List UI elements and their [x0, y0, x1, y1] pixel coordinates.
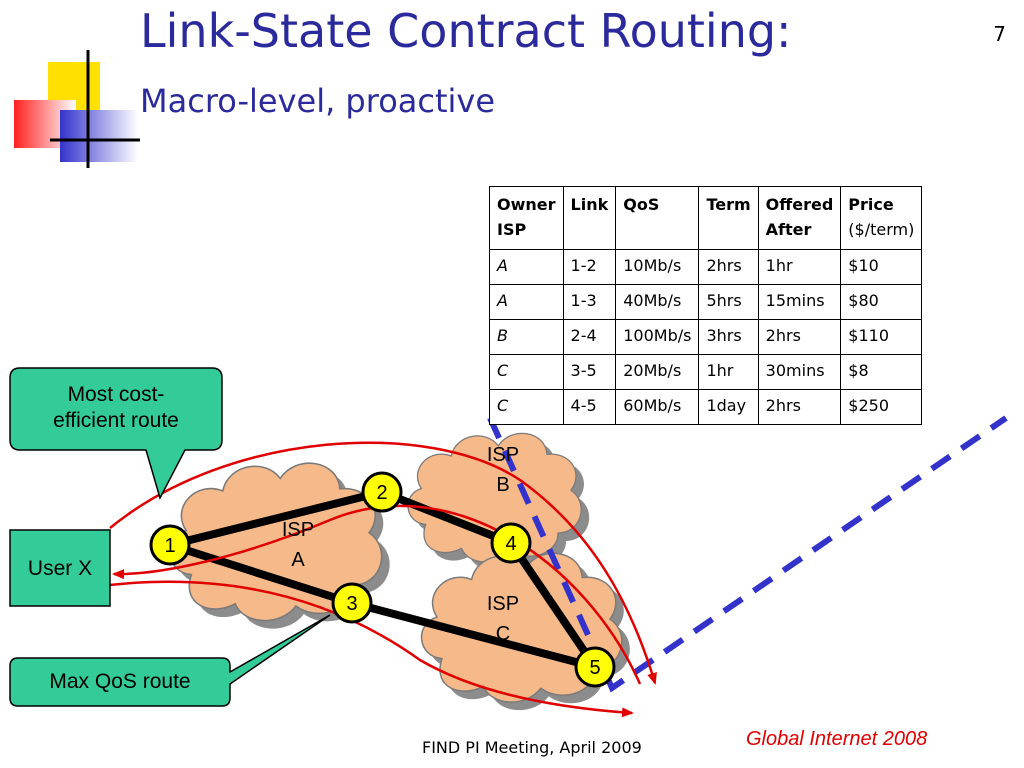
table-cell: $80 — [840, 283, 923, 320]
table-cell: 2-4 — [562, 318, 617, 355]
node-1-label: 1 — [164, 535, 175, 557]
return-route-arrow — [112, 504, 642, 685]
table-cell: $250 — [840, 388, 923, 425]
isp-a-label-line2: A — [291, 549, 305, 571]
user-x-label: User X — [27, 557, 93, 580]
table-cell: 5hrs — [698, 283, 759, 320]
link-1-3 — [168, 541, 354, 607]
table-row: A 1-2 10Mb/s 2hrs 1hr $10 — [489, 248, 923, 285]
table-cell: 4-5 — [562, 388, 617, 425]
column-header: Term — [698, 186, 759, 250]
table-cell: $110 — [840, 318, 923, 355]
table-cell: 2hrs — [757, 388, 842, 425]
table-cell: 100Mb/s — [615, 318, 700, 355]
link-3-5 — [350, 599, 597, 671]
node-2-label: 2 — [376, 482, 387, 504]
node-5-label: 5 — [589, 657, 600, 679]
link-2-4 — [380, 488, 513, 547]
table-cell: 2hrs — [757, 318, 842, 355]
link-1-2 — [169, 488, 383, 549]
link-4-5 — [507, 540, 599, 670]
cost-efficient-callout-text: Most cost- efficient route — [10, 382, 222, 435]
table-cell: 30mins — [757, 353, 842, 390]
table-cell: 1day — [698, 388, 759, 425]
node-3-label: 3 — [346, 593, 357, 615]
table-cell: 1hr — [698, 353, 759, 390]
table-cell: 40Mb/s — [615, 283, 700, 320]
table-cell: 3-5 — [562, 353, 617, 390]
table-cell: 15mins — [757, 283, 842, 320]
cost-efficient-callout-line2: efficient route — [53, 409, 179, 433]
table-cell: 2hrs — [698, 248, 759, 285]
table-cell: A — [489, 248, 564, 285]
user-x-box — [9, 529, 111, 607]
node-4-label: 4 — [505, 533, 516, 555]
column-header: QoS — [615, 186, 700, 250]
table-cell: C — [489, 353, 564, 390]
table-row: B 2-4 100Mb/s 3hrs 2hrs $110 — [489, 318, 923, 355]
cost-efficient-callout-line1: Most cost- — [67, 383, 165, 406]
table-cell: A — [489, 283, 564, 320]
node-1: 1 — [149, 524, 191, 566]
column-header: Price($/term) — [840, 186, 923, 250]
table-row: A 1-3 40Mb/s 5hrs 15mins $80 — [489, 283, 923, 320]
isp-c-label-line1: ISP — [487, 593, 519, 615]
footer-meeting: FIND PI Meeting, April 2009 — [422, 738, 642, 757]
blue-square — [60, 110, 138, 162]
table-cell: 10Mb/s — [615, 248, 700, 285]
table-cell: B — [489, 318, 564, 355]
footer-conference: Global Internet 2008 — [746, 728, 928, 750]
column-header: Link — [562, 186, 617, 250]
slide-title: Link-State Contract Routing: — [140, 4, 792, 58]
table-cell: $10 — [840, 248, 923, 285]
table-cell: 1-2 — [562, 248, 617, 285]
node-4: 4 — [490, 522, 532, 564]
table-cell: 60Mb/s — [615, 388, 700, 425]
table-cell: 1hr — [757, 248, 842, 285]
cost-efficient-route-arrow — [109, 441, 657, 685]
max-qos-callout-text: Max QoS route — [49, 670, 191, 693]
node-3: 3 — [331, 582, 373, 624]
table-cell: C — [489, 388, 564, 425]
table-cell: 3hrs — [698, 318, 759, 355]
table-to-network-dashed-line — [487, 415, 1008, 693]
node-5: 5 — [574, 646, 616, 688]
cost-efficient-callout — [9, 367, 223, 501]
isp-a-label-line1: ISP — [282, 519, 314, 541]
table-cell: 20Mb/s — [615, 353, 700, 390]
table-cell: 1-3 — [562, 283, 617, 320]
isp-c-label-line2: C — [496, 623, 510, 645]
max-qos-callout — [9, 614, 331, 707]
max-qos-route-arrow — [109, 580, 634, 718]
network-links — [168, 488, 599, 671]
table-cell: $8 — [840, 353, 923, 390]
node-2: 2 — [361, 471, 403, 513]
page-number: 7 — [993, 22, 1006, 46]
table-row: C 4-5 60Mb/s 1day 2hrs $250 — [489, 388, 923, 425]
isp-b-label-line1: ISP — [487, 444, 519, 466]
decorative-logo — [14, 50, 140, 168]
table-row: C 3-5 20Mb/s 1hr 30mins $8 — [489, 353, 923, 390]
isp-b-label-line2: B — [496, 474, 509, 496]
slide-subtitle: Macro-level, proactive — [140, 82, 496, 120]
